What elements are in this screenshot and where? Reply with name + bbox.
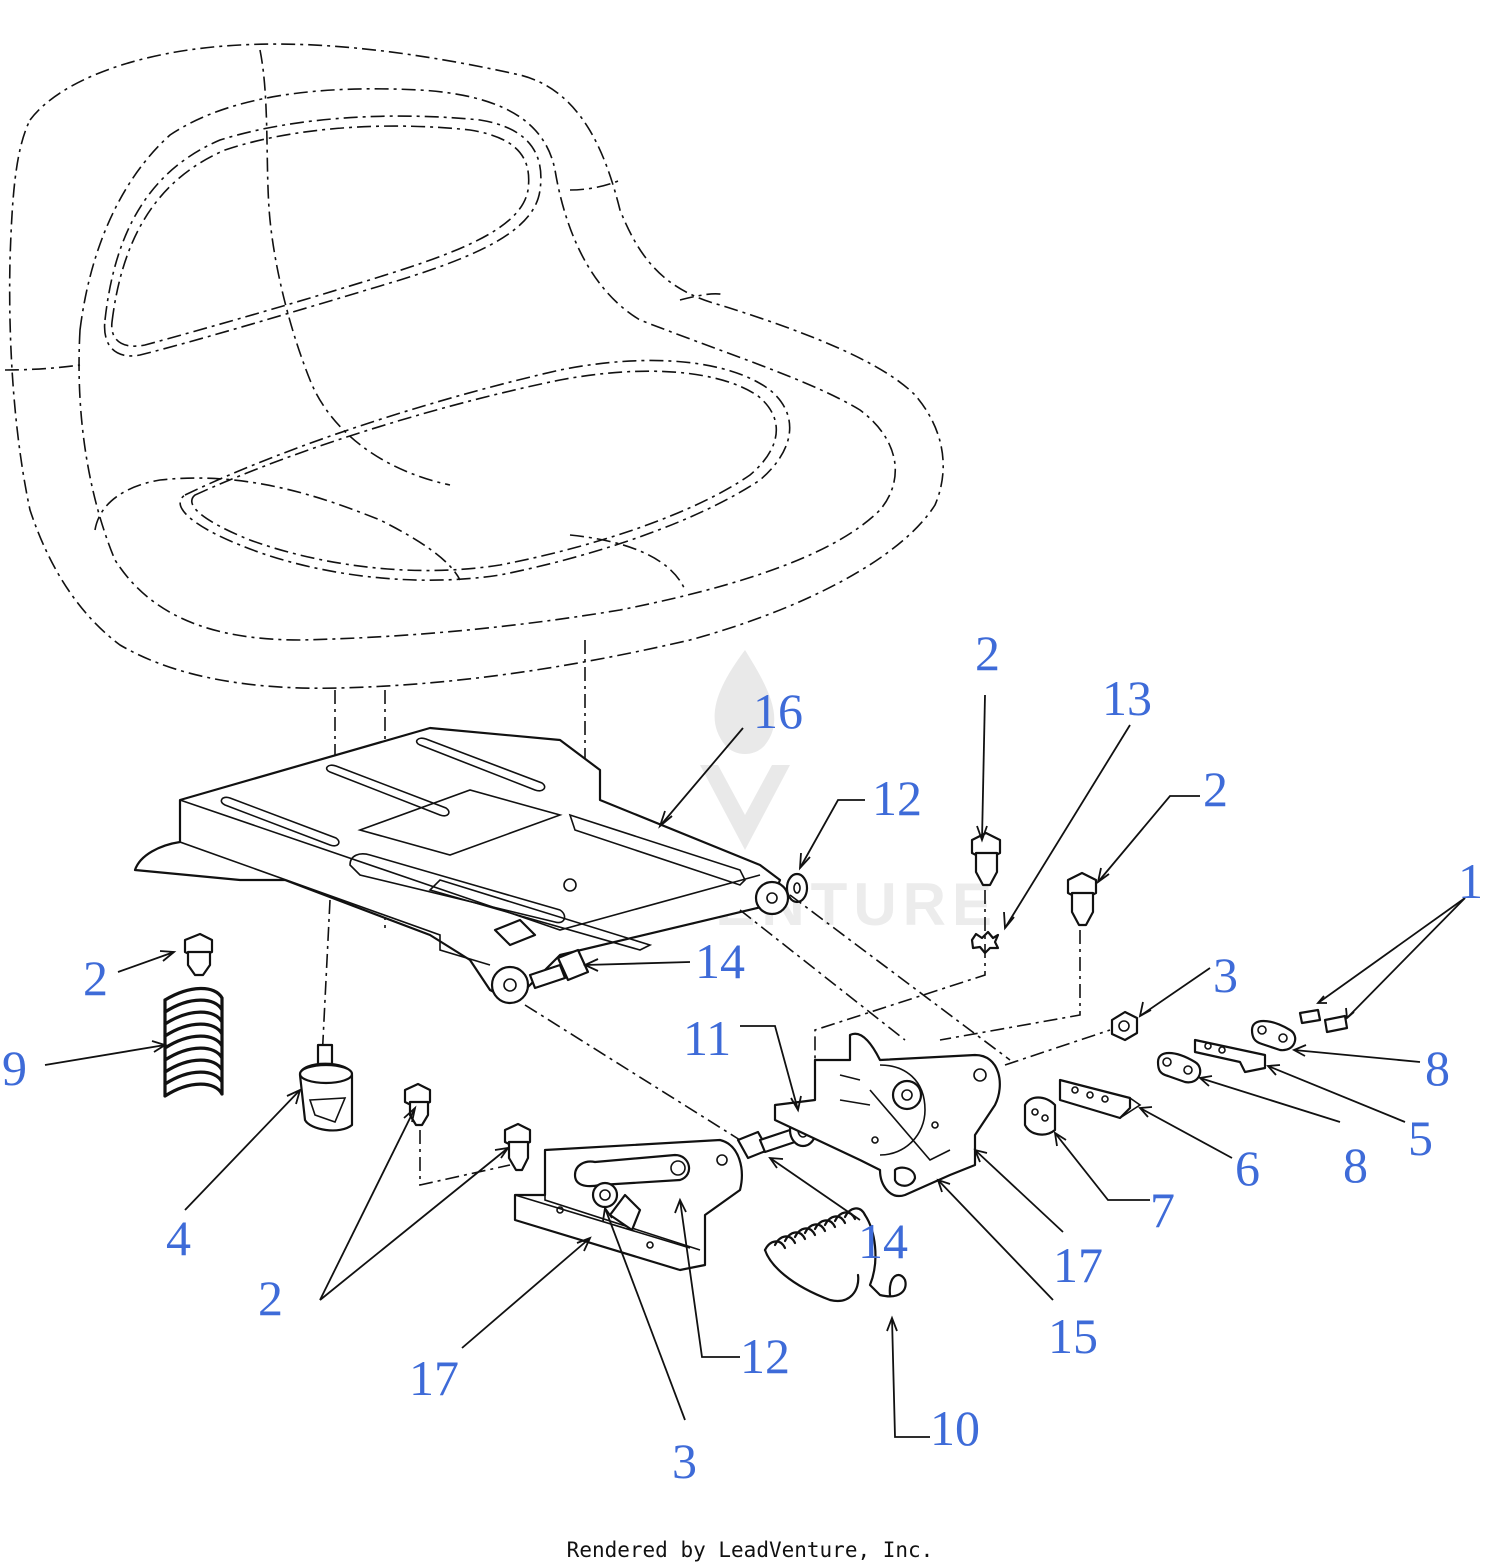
pivot-bolt-14-upper: [528, 948, 590, 990]
spring-10: [763, 1207, 907, 1303]
watermark-chevron-icon: [700, 765, 790, 850]
callout-11: 11: [683, 1010, 731, 1066]
callout-6: 6: [1235, 1140, 1260, 1196]
callout-2: 2: [83, 950, 108, 1006]
plate-6: [1058, 1078, 1142, 1120]
bracket-17-left: [513, 1138, 743, 1272]
bolt-2-upper-b: [1066, 871, 1098, 927]
spring-9: [163, 986, 224, 1098]
bolt-2-lower-b: [503, 1122, 532, 1172]
callout-13: 13: [1102, 670, 1152, 726]
bracket-17-right: [773, 1032, 1001, 1198]
callout-8: 8: [1343, 1137, 1368, 1193]
callout-labels: 16 2 13 12 2 1 2 14 3 9 11 8 5 8 6 7 4 1…: [2, 625, 1483, 1489]
callout-4: 4: [166, 1210, 191, 1266]
watermark-flame-icon: [714, 650, 775, 754]
callout-10: 10: [930, 1400, 980, 1456]
callout-8: 8: [1425, 1040, 1450, 1096]
link-8-upper: [1250, 1019, 1297, 1052]
pin-1-b: [1323, 1014, 1349, 1034]
bracket-5: [1193, 1038, 1267, 1074]
pin-1-a: [1298, 1008, 1322, 1025]
callout-1: 1: [1458, 853, 1483, 909]
callout-15: 15: [1048, 1308, 1098, 1364]
callout-14: 14: [695, 933, 745, 989]
link-8-lower: [1156, 1051, 1202, 1084]
callout-9: 9: [2, 1040, 27, 1096]
callout-2: 2: [1203, 761, 1228, 817]
seat-pan: [133, 726, 790, 1005]
callout-17: 17: [1053, 1237, 1103, 1293]
assembly-lines: [524, 890, 1111, 1141]
callout-3: 3: [672, 1433, 697, 1489]
bumper-4: [298, 1043, 354, 1132]
callout-3: 3: [1213, 947, 1238, 1003]
callout-14: 14: [858, 1213, 908, 1269]
callout-17: 17: [409, 1350, 459, 1406]
bolt-2-upper-a: [970, 831, 1002, 887]
callout-7: 7: [1150, 1182, 1175, 1238]
leader-lines: [44, 694, 1466, 1438]
lockwasher-13: [970, 930, 1000, 955]
washer-12-upper: [785, 872, 809, 904]
nut-3-upper: [1110, 1010, 1139, 1042]
callout-12: 12: [872, 770, 922, 826]
pivot-bolt-14-lower: [736, 1128, 797, 1160]
bolt-2-left: [183, 932, 214, 977]
callout-16: 16: [753, 683, 803, 739]
clip-7: [1023, 1096, 1057, 1136]
callout-2: 2: [975, 625, 1000, 681]
callout-12: 12: [740, 1328, 790, 1384]
callout-5: 5: [1408, 1110, 1433, 1166]
callout-2: 2: [258, 1270, 283, 1326]
footer-credit: Rendered by LeadVenture, Inc.: [567, 1538, 934, 1562]
